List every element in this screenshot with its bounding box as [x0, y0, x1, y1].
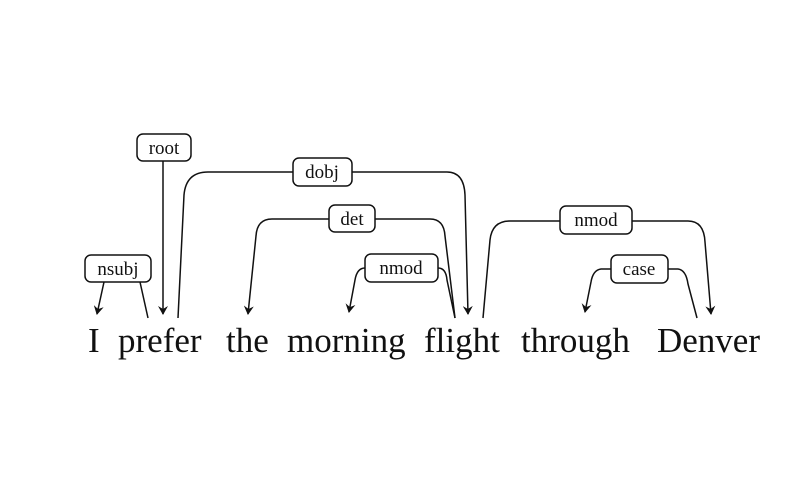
arc-label-nmod: nmod — [574, 210, 618, 231]
arc-label-nsubj: nsubj — [97, 259, 138, 280]
arc-nmod-denver: nmod — [482, 205, 716, 319]
arc-label-root: root — [149, 138, 180, 159]
arc-label-det: det — [340, 209, 364, 230]
word-morning: morning — [287, 321, 406, 360]
arc-nmod-morning: nmod — [345, 253, 456, 319]
arc-label-dobj: dobj — [305, 162, 339, 183]
word-flight: flight — [424, 321, 500, 360]
word-i: I — [88, 321, 100, 360]
arc-dobj: dobj — [177, 157, 473, 319]
word-prefer: prefer — [118, 321, 202, 360]
arc-label-nmod: nmod — [379, 258, 423, 279]
word-through: through — [521, 321, 630, 360]
arc-det: det — [243, 204, 456, 319]
word-denver: Denver — [657, 321, 760, 360]
arc-nsubj: nsubj — [84, 254, 152, 319]
arc-root: root — [136, 133, 192, 315]
arc-label-case: case — [623, 259, 656, 280]
word-the: the — [226, 321, 269, 360]
arc-case: case — [581, 254, 698, 319]
